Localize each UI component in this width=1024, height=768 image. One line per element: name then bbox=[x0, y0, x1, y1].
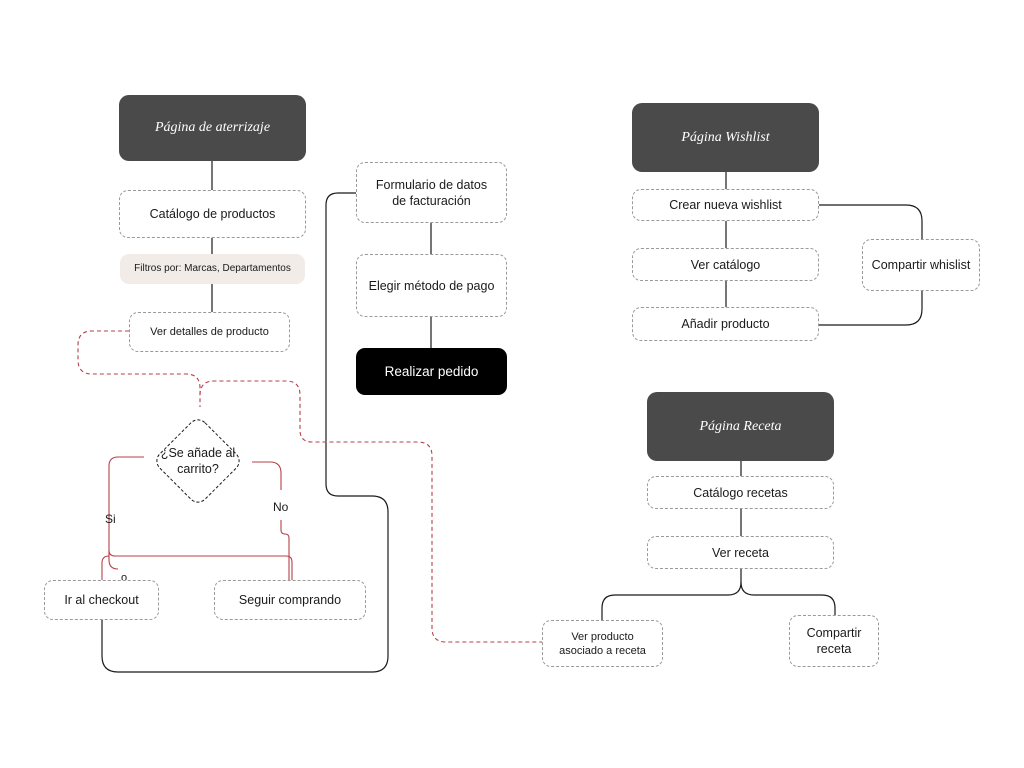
recipe-product-node: Ver producto asociado a receta bbox=[542, 620, 663, 667]
recipe-catalog-node: Catálogo recetas bbox=[647, 476, 834, 509]
connector-highlight bbox=[252, 461, 282, 490]
checkout-node: Ir al checkout bbox=[44, 580, 159, 620]
connector bbox=[601, 568, 742, 620]
add-to-cart-decision: ¿Se añade al carrito? bbox=[144, 407, 252, 515]
add-product-node: Añadir producto bbox=[632, 307, 819, 341]
connector-highlight bbox=[199, 380, 543, 643]
connector bbox=[818, 290, 923, 326]
or-label: o bbox=[121, 572, 128, 584]
share-wishlist-node: Compartir whislist bbox=[862, 239, 980, 291]
connector-highlight bbox=[280, 520, 290, 580]
landing-page-node: Página de aterrizaje bbox=[119, 95, 306, 161]
wishlist-page-node: Página Wishlist bbox=[632, 103, 819, 172]
place-order-node: Realizar pedido bbox=[356, 348, 507, 395]
yes-label: Si bbox=[105, 512, 116, 526]
recipe-page-node: Página Receta bbox=[647, 392, 834, 461]
create-wishlist-node: Crear nueva wishlist bbox=[632, 189, 819, 221]
billing-form-node: Formulario de datos de facturación bbox=[356, 162, 507, 223]
connector-highlight bbox=[101, 555, 110, 580]
view-catalog-node: Ver catálogo bbox=[632, 248, 819, 281]
keep-shopping-node: Seguir comprando bbox=[214, 580, 366, 620]
share-recipe-node: Compartir receta bbox=[789, 615, 879, 667]
decision-label: ¿Se añade al carrito? bbox=[160, 446, 236, 476]
filters-tag: Filtros por: Marcas, Departamentos bbox=[120, 254, 305, 284]
decision-diamond-shape bbox=[156, 419, 240, 503]
product-details-node: Ver detalles de producto bbox=[129, 312, 290, 352]
connector bbox=[740, 581, 836, 615]
connector-highlight bbox=[77, 330, 201, 407]
view-recipe-node: Ver receta bbox=[647, 536, 834, 569]
payment-method-node: Elegir método de pago bbox=[356, 254, 507, 317]
connector bbox=[101, 192, 389, 673]
connector-highlight bbox=[108, 456, 144, 570]
connector bbox=[818, 204, 923, 240]
no-label: No bbox=[272, 500, 290, 514]
product-catalog-node: Catálogo de productos bbox=[119, 190, 306, 238]
connector-highlight bbox=[108, 549, 293, 580]
